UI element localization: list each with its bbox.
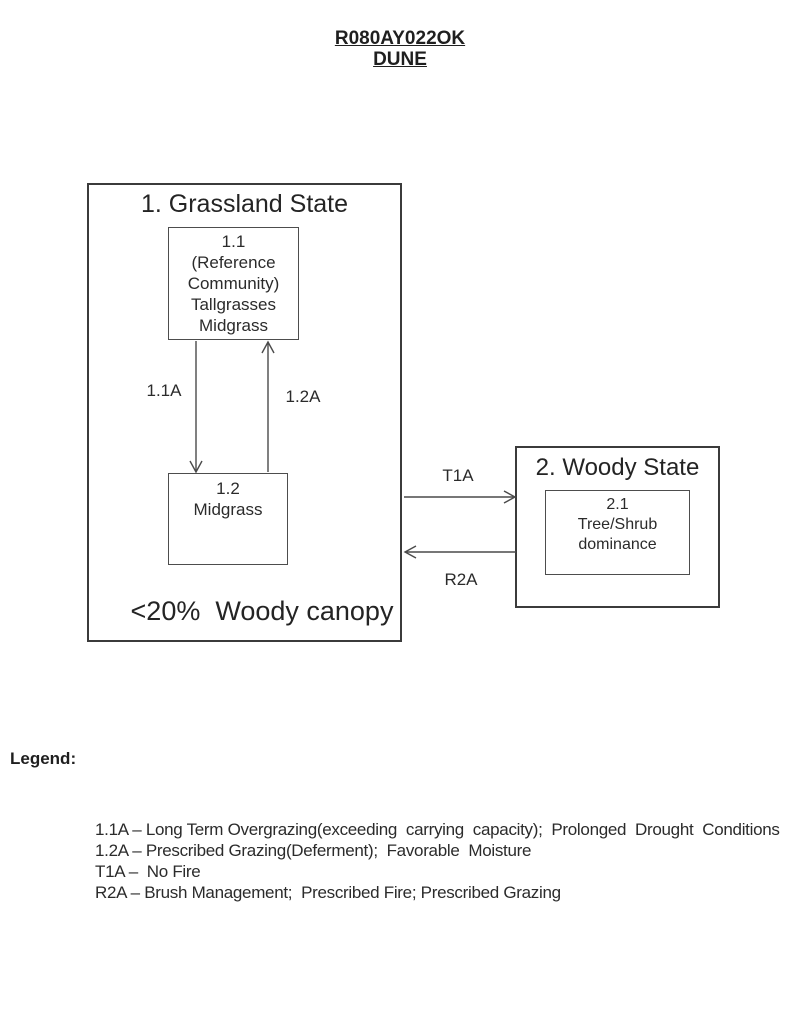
pathway-label-1-2a: 1.2A (285, 387, 321, 406)
grassland-state-title: 1. Grassland State (140, 190, 349, 218)
restoration-label-r2a: R2A (444, 570, 478, 589)
legend-entry-t1a: T1A – No Fire (95, 862, 201, 881)
arrow-r2a-left (403, 545, 516, 559)
woody-state-title: 2. Woody State (535, 454, 700, 481)
community-box-1-1: 1.1 (Reference Community) Tallgrasses Mi… (168, 227, 299, 340)
document-header: R080AY022OK DUNE (0, 28, 800, 70)
woody-canopy-note: <20% Woody canopy (130, 596, 394, 626)
site-code: R080AY022OK (334, 28, 466, 49)
legend-entry-r2a: R2A – Brush Management; Prescribed Fire;… (95, 883, 561, 902)
legend-entries: 1.1A – Long Term Overgrazing(exceeding c… (95, 819, 780, 903)
pathway-label-1-1a: 1.1A (146, 381, 182, 400)
community-box-2-1: 2.1 Tree/Shrub dominance (545, 490, 690, 575)
arrow-t1a-right (404, 490, 517, 504)
transition-label-t1a: T1A (442, 466, 474, 485)
legend-entry-1-2a: 1.2A – Prescribed Grazing(Deferment); Fa… (95, 841, 532, 860)
site-name: DUNE (373, 49, 427, 70)
legend-entry-1-1a: 1.1A – Long Term Overgrazing(exceeding c… (95, 820, 780, 839)
community-box-1-2: 1.2 Midgrass (168, 473, 288, 565)
legend-heading: Legend: (10, 749, 77, 768)
